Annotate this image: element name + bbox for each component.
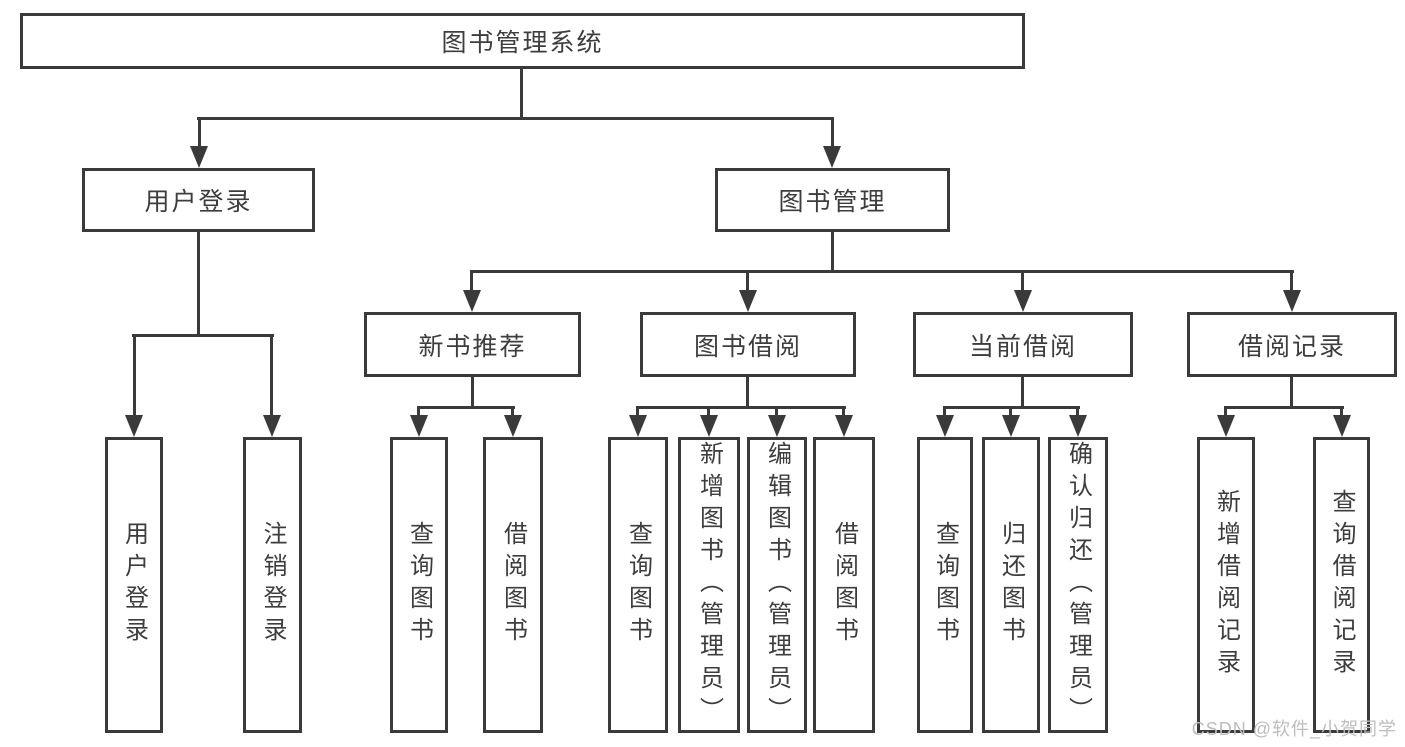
connector-line — [198, 117, 201, 150]
arrow-down-icon — [768, 415, 786, 437]
leaf-add-borrow-record: 新增借阅记录 — [1197, 437, 1255, 733]
connector-line — [746, 270, 749, 293]
connector-line — [197, 232, 200, 336]
leaf-borrow-books: 借阅图书 — [813, 437, 875, 733]
arrow-down-icon — [700, 415, 718, 437]
connector-line — [520, 68, 523, 120]
connector-line — [417, 406, 515, 409]
arrow-down-icon — [1283, 290, 1301, 312]
arrow-down-icon — [936, 415, 954, 437]
leaf-borrow-books-recommend: 借阅图书 — [483, 437, 543, 733]
leaf-user-login: 用户登录 — [105, 437, 163, 733]
connector-line — [1021, 270, 1024, 293]
connector-line — [132, 334, 274, 337]
leaf-label: 归还图书 — [997, 521, 1025, 649]
leaf-confirm-return-admin: 确认归还（管理员） — [1048, 437, 1108, 733]
leaf-query-books-recommend: 查询图书 — [390, 437, 448, 733]
leaf-label: 查询借阅记录 — [1328, 489, 1355, 681]
connector-line — [471, 270, 1294, 273]
leaf-label: 查询图书 — [624, 521, 652, 649]
connector-line — [1224, 406, 1344, 409]
leaf-edit-book-admin: 编辑图书（管理员） — [747, 437, 807, 733]
node-label: 借阅记录 — [1237, 332, 1346, 361]
connector-line — [1340, 406, 1343, 418]
arrow-down-icon — [1333, 415, 1351, 437]
arrow-down-icon — [823, 146, 841, 168]
arrow-down-icon — [1069, 415, 1087, 437]
node-new-book-recommend: 新书推荐 — [364, 312, 581, 377]
node-label: 图书管理系统 — [441, 29, 604, 57]
connector-line — [1224, 406, 1227, 418]
connector-line — [707, 406, 710, 418]
leaf-label: 借阅图书 — [499, 521, 527, 649]
node-book-management: 图书管理 — [715, 168, 950, 232]
connector-line — [511, 406, 514, 418]
connector-line — [636, 406, 639, 418]
leaf-label: 新增借阅记录 — [1212, 489, 1240, 681]
connector-line — [943, 406, 946, 418]
connector-line — [831, 232, 834, 273]
leaf-label: 借阅图书 — [830, 521, 858, 649]
arrow-down-icon — [739, 290, 757, 312]
node-label: 新书推荐 — [418, 332, 527, 361]
leaf-label: 查询图书 — [931, 521, 959, 649]
arrow-down-icon — [629, 415, 647, 437]
leaf-query-borrow-record: 查询借阅记录 — [1313, 437, 1370, 733]
node-label: 图书借阅 — [693, 332, 802, 361]
connector-line — [133, 334, 136, 418]
leaf-label: 新增图书（管理员） — [695, 441, 723, 729]
leaf-add-book-admin: 新增图书（管理员） — [678, 437, 740, 733]
connector-line — [1076, 406, 1079, 418]
connector-line — [1290, 270, 1293, 293]
connector-line — [842, 406, 845, 418]
leaf-return-book: 归还图书 — [982, 437, 1040, 733]
arrow-down-icon — [190, 146, 208, 168]
arrow-down-icon — [504, 415, 522, 437]
connector-line — [1021, 377, 1024, 408]
leaf-label: 确认归还（管理员） — [1064, 441, 1092, 729]
connector-line — [197, 117, 834, 120]
node-user-login: 用户登录 — [82, 168, 315, 232]
node-library-system: 图书管理系统 — [20, 13, 1025, 69]
connector-line — [470, 270, 473, 293]
leaf-logout: 注销登录 — [243, 437, 302, 733]
arrow-down-icon — [125, 415, 143, 437]
connector-line — [775, 406, 778, 418]
arrow-down-icon — [410, 415, 428, 437]
leaf-label: 查询图书 — [405, 521, 433, 649]
connector-line — [636, 406, 846, 409]
arrow-down-icon — [1014, 290, 1032, 312]
arrow-down-icon — [1002, 415, 1020, 437]
leaf-query-books-borrow: 查询图书 — [608, 437, 668, 733]
connector-line — [270, 334, 273, 418]
node-borrow-records: 借阅记录 — [1187, 312, 1397, 377]
leaf-label: 编辑图书（管理员） — [763, 441, 791, 729]
node-current-borrow: 当前借阅 — [913, 312, 1133, 377]
node-label: 当前借阅 — [968, 332, 1077, 361]
arrow-down-icon — [263, 415, 281, 437]
arrow-down-icon — [463, 290, 481, 312]
leaf-query-books-current: 查询图书 — [917, 437, 973, 733]
connector-line — [1009, 406, 1012, 418]
node-label: 图书管理 — [778, 188, 887, 216]
connector-line — [471, 377, 474, 408]
connector-line — [746, 377, 749, 408]
node-book-borrow: 图书借阅 — [640, 312, 856, 377]
arrow-down-icon — [1217, 415, 1235, 437]
connector-line — [1290, 377, 1293, 408]
connector-line — [417, 406, 420, 418]
connector-line — [831, 117, 834, 150]
csdn-watermark: CSDN @软件_小贺同学 — [1191, 719, 1397, 739]
leaf-label: 注销登录 — [259, 521, 286, 649]
leaf-label: 用户登录 — [120, 521, 148, 649]
node-label: 用户登录 — [144, 188, 253, 216]
arrow-down-icon — [835, 415, 853, 437]
